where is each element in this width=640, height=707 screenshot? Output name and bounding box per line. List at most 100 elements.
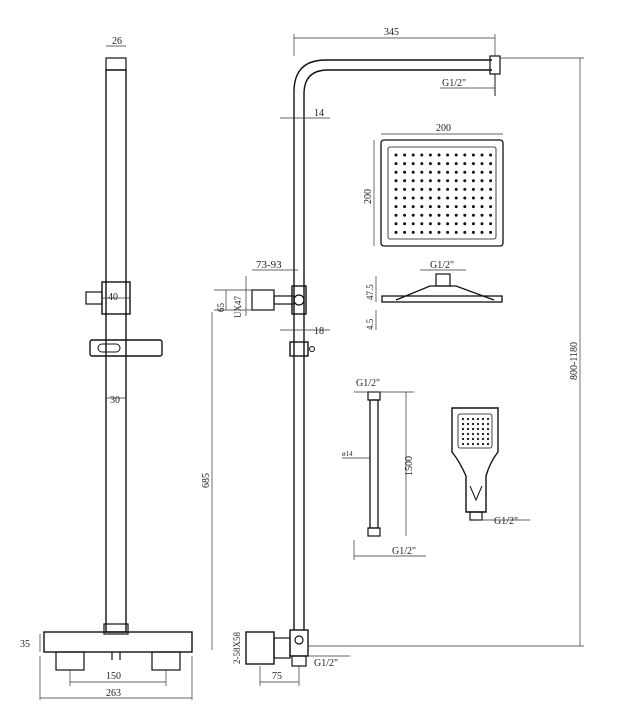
nozzle-dot [480, 196, 484, 200]
mid-diameter-label: 18 [314, 326, 324, 337]
handshower-thread-label: G1/2" [494, 516, 518, 527]
hand-nozzle-dot [486, 422, 490, 426]
head-thread-label: G1/2" [430, 260, 454, 271]
nozzle-dot [446, 196, 450, 200]
nozzle-dot [437, 222, 441, 226]
hand-nozzle-dot [471, 437, 475, 441]
riser-height-label: 685 [201, 473, 212, 488]
nozzle-dot [454, 222, 458, 226]
hand-nozzle-dot [466, 442, 470, 446]
nozzle-dot [471, 196, 475, 200]
head-plate-thickness-label: 4.5 [365, 318, 375, 330]
hose-body [369, 399, 379, 529]
nozzle-dot [463, 213, 467, 217]
nozzle-dot [437, 187, 441, 191]
nozzle-dot [428, 187, 432, 191]
nozzle-dot [480, 222, 484, 226]
nozzle-dot [428, 205, 432, 209]
nozzle-dot [446, 205, 450, 209]
nozzle-dot [454, 213, 458, 217]
arm-length-label: 345 [384, 27, 399, 38]
riser-arm-outer [293, 59, 492, 630]
nozzle-dot [437, 153, 441, 157]
nozzle-dot [463, 222, 467, 226]
hand-nozzle-dot [461, 422, 465, 426]
nozzle-dot [489, 187, 493, 191]
nozzle-dot [428, 213, 432, 217]
hand-nozzle-dot [471, 442, 475, 446]
nozzle-dot [428, 170, 432, 174]
hand-nozzle-dot [476, 437, 480, 441]
hose-bottom-thread-label: G1/2" [392, 546, 416, 557]
hand-nozzle-dot [466, 422, 470, 426]
nozzle-dot [420, 187, 424, 191]
hand-nozzle-dot [461, 417, 465, 421]
nozzle-dot [420, 153, 424, 157]
shower-head-top-view: 200 200 [363, 123, 504, 247]
nozzle-dot [403, 213, 407, 217]
nozzle-dot [454, 179, 458, 183]
bracket-spec-label: UX47 [233, 296, 243, 318]
nozzle-dot [411, 196, 415, 200]
nozzle-dot [411, 230, 415, 234]
nozzle-dot [394, 222, 398, 226]
nozzle-dot [403, 153, 407, 157]
nozzle-dot [403, 179, 407, 183]
nozzle-dot [446, 222, 450, 226]
hand-nozzle-dot [461, 427, 465, 431]
nozzle-dot [403, 230, 407, 234]
nozzle-dot [480, 213, 484, 217]
nozzle-dot [489, 179, 493, 183]
nozzle-dot [428, 222, 432, 226]
hand-shower-connector [469, 511, 483, 521]
nozzle-dot [394, 205, 398, 209]
hand-nozzle-dot [476, 427, 480, 431]
hand-nozzle-dot [486, 442, 490, 446]
nozzle-dot [489, 222, 493, 226]
head-width-label: 200 [436, 123, 451, 134]
nozzle-dot [454, 196, 458, 200]
nozzle-dot [463, 196, 467, 200]
riser-rail [105, 69, 127, 633]
nozzle-dot [446, 213, 450, 217]
slide-range-label: 73-93 [256, 259, 282, 271]
nozzle-dot [480, 179, 484, 183]
nozzle-dot [480, 230, 484, 234]
nozzle-dot [489, 205, 493, 209]
nozzle-dot [446, 187, 450, 191]
hand-nozzle-dot [486, 417, 490, 421]
nozzle-dot [394, 213, 398, 217]
nozzle-dot [411, 222, 415, 226]
nozzle-dot [411, 179, 415, 183]
hose-top-thread-label: G1/2" [356, 378, 380, 389]
hand-nozzle-dot [481, 437, 485, 441]
nozzle-dot [428, 153, 432, 157]
nozzle-dot [463, 170, 467, 174]
nozzle-dot [411, 205, 415, 209]
hand-nozzle-dot [481, 427, 485, 431]
valve-body [43, 631, 193, 653]
hose-view: G1/2" ø14 1500 G1/2" [342, 378, 426, 560]
pipe-diameter-label: 14 [314, 108, 324, 119]
hand-nozzle-dot [486, 427, 490, 431]
nozzle-dot [394, 230, 398, 234]
nozzle-dot [463, 179, 467, 183]
hand-nozzle-dot [481, 432, 485, 436]
nozzle-dot [463, 162, 467, 166]
nozzle-dot [463, 153, 467, 157]
valve-foot-right [151, 651, 181, 671]
hand-nozzle-dot [471, 417, 475, 421]
hand-nozzle-dot [486, 437, 490, 441]
slider-knob [85, 291, 103, 305]
nozzle-dot [428, 196, 432, 200]
valve-height-label: 35 [20, 639, 30, 650]
nozzle-dot [480, 162, 484, 166]
hand-nozzle-dot [466, 432, 470, 436]
soap-dish [89, 339, 163, 357]
nozzle-dot [437, 170, 441, 174]
outlet-spacing-label: 75 [272, 671, 282, 682]
nozzle-dot [446, 162, 450, 166]
nozzle-dot [454, 162, 458, 166]
nozzle-dot [420, 170, 424, 174]
